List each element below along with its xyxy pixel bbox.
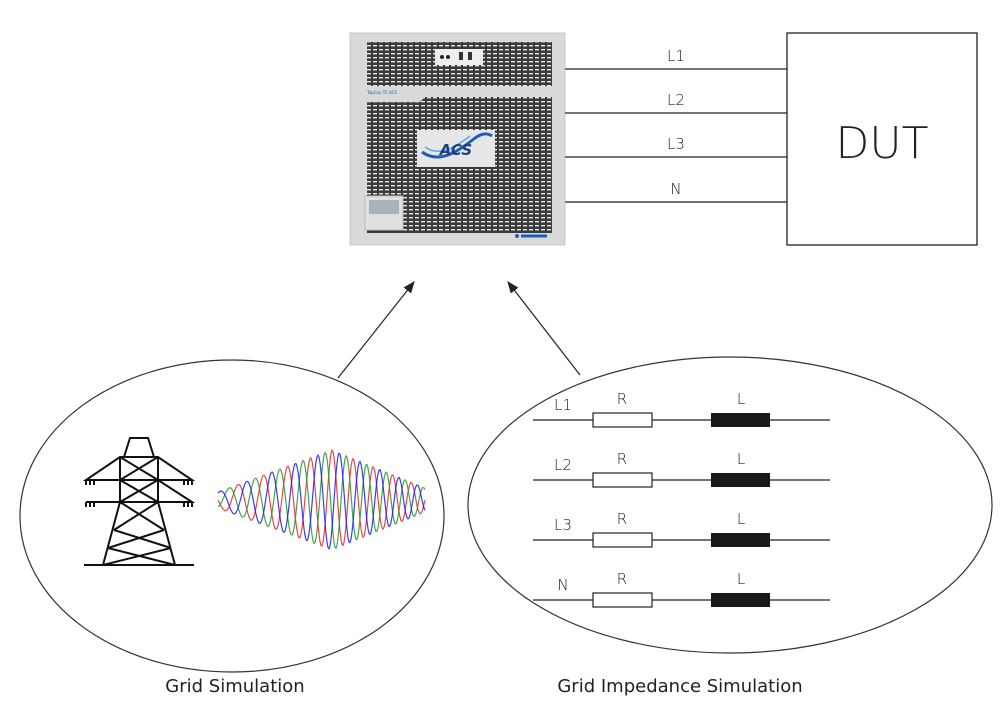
dut-box: DUT: [786, 32, 978, 246]
impedance-line-label: N: [557, 576, 568, 594]
impedance-line-label: L3: [554, 516, 572, 534]
line-label-l2: L2: [667, 91, 685, 109]
inductor-symbol: [711, 473, 770, 487]
inductor-label: L: [737, 510, 745, 528]
resistor-label: R: [617, 390, 627, 408]
arrow-grid-simulation: [337, 281, 415, 379]
impedance-row: L1 R L: [533, 390, 830, 428]
line-label-l3: L3: [667, 135, 685, 153]
impedance-line-label: L2: [554, 456, 572, 474]
resistor-symbol: [592, 472, 653, 488]
resistor-label: R: [617, 510, 627, 528]
impedance-row: L3 R L: [533, 510, 830, 548]
output-lines: L1 L2 L3 N: [565, 47, 787, 203]
power-source-device: TopCon TC.ACS ACS: [349, 32, 566, 246]
inductor-label: L: [737, 450, 745, 468]
grid-simulation-caption: Grid Simulation: [165, 676, 304, 697]
impedance-line-label: L1: [554, 396, 572, 414]
resistor-symbol: [592, 592, 653, 608]
three-phase-waveform-icon: [217, 448, 426, 551]
arrow-grid-impedance: [507, 281, 581, 376]
power-tower-icon: [82, 437, 196, 566]
phase-wave: [217, 452, 426, 551]
resistor-symbol: [592, 412, 653, 428]
inductor-label: L: [737, 390, 745, 408]
inductor-label: L: [737, 570, 745, 588]
resistor-label: R: [617, 450, 627, 468]
grid-simulation-group: Grid Simulation: [19, 359, 445, 697]
dut-label: DUT: [836, 118, 929, 169]
inductor-symbol: [711, 593, 770, 607]
grid-impedance-caption: Grid Impedance Simulation: [557, 676, 802, 697]
resistor-label: R: [617, 570, 627, 588]
line-label-n: N: [670, 180, 681, 198]
resistor-symbol: [592, 532, 653, 548]
impedance-row: L2 R L: [533, 450, 830, 488]
inductor-symbol: [711, 533, 770, 547]
svg-text:TopCon TC.ACS: TopCon TC.ACS: [366, 90, 398, 95]
phase-wave: [217, 448, 426, 547]
inductor-symbol: [711, 413, 770, 427]
line-label-l1: L1: [667, 47, 685, 65]
acs-logo-plate: [417, 130, 495, 167]
device-logo-text: ACS: [439, 141, 472, 159]
